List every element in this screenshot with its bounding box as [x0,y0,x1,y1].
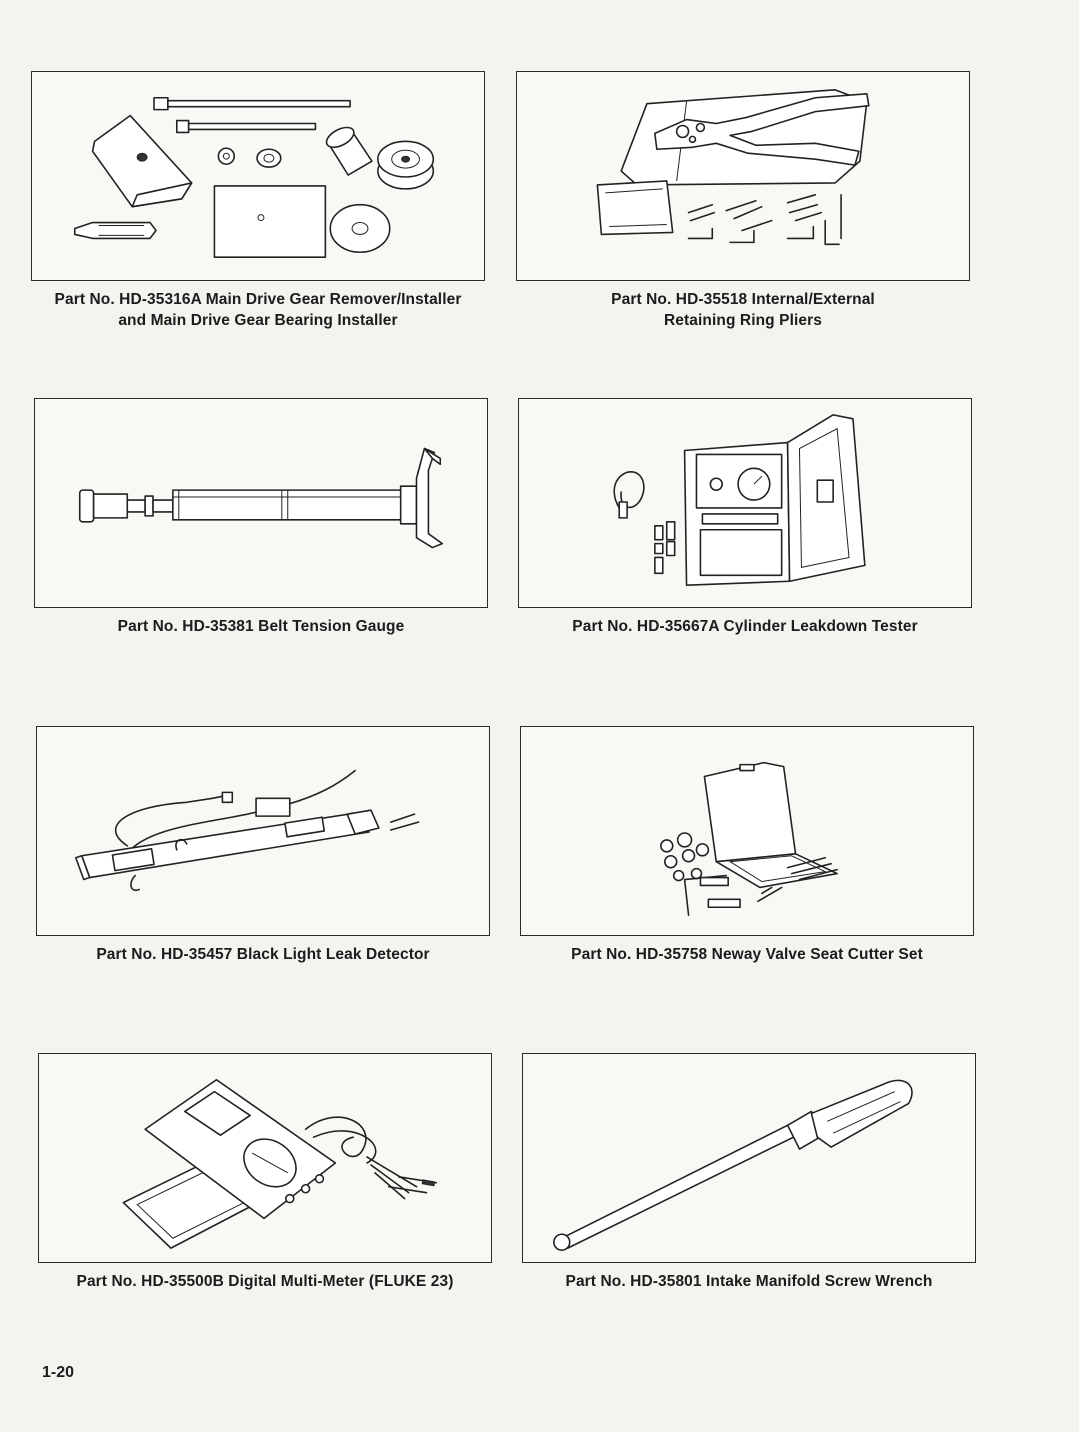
figure-caption: Part No. HD-35667A Cylinder Leakdown Tes… [518,616,972,637]
figure-belt-tension-gauge: Part No. HD-35381 Belt Tension Gauge [34,398,488,637]
figure-intake-manifold-screw-wrench: Part No. HD-35801 Intake Manifold Screw … [522,1053,976,1292]
belt-tension-gauge-illustration [78,447,444,549]
figure-main-drive-gear-tool: Part No. HD-35316A Main Drive Gear Remov… [31,71,485,331]
figure-valve-seat-cutter-set: Part No. HD-35758 Neway Valve Seat Cutte… [520,726,974,965]
caption-line-1: Part No. HD-35758 Neway Valve Seat Cutte… [571,946,923,963]
cylinder-leakdown-tester-illustration [613,414,866,587]
figure-caption: Part No. HD-35518 Internal/External Reta… [516,289,970,331]
caption-line-1: Part No. HD-35801 Intake Manifold Screw … [565,1273,933,1290]
caption-line-1: Part No. HD-35316A Main Drive Gear Remov… [54,291,462,308]
figure-caption: Part No. HD-35316A Main Drive Gear Remov… [31,289,485,331]
figure-cylinder-leakdown-tester: Part No. HD-35667A Cylinder Leakdown Tes… [518,398,972,637]
page-number: 1-20 [42,1364,75,1381]
intake-manifold-screw-wrench-illustration [553,1079,913,1251]
figure-digital-multimeter: Part No. HD-35500B Digital Multi-Meter (… [38,1053,492,1292]
caption-line-2: and Main Drive Gear Bearing Installer [118,312,398,329]
figure-caption: Part No. HD-35801 Intake Manifold Screw … [522,1271,976,1292]
caption-line-1: Part No. HD-35457 Black Light Leak Detec… [96,946,430,963]
figure-frame [518,398,972,608]
caption-line-1: Part No. HD-35500B Digital Multi-Meter (… [76,1273,454,1290]
figure-black-light-leak-detector: Part No. HD-35457 Black Light Leak Detec… [36,726,490,965]
figure-frame [516,71,970,281]
figure-caption: Part No. HD-35500B Digital Multi-Meter (… [38,1271,492,1292]
black-light-leak-detector-illustration [75,769,420,892]
caption-line-1: Part No. HD-35667A Cylinder Leakdown Tes… [572,618,918,635]
figure-caption: Part No. HD-35457 Black Light Leak Detec… [36,944,490,965]
caption-line-2: Retaining Ring Pliers [664,312,822,329]
figure-frame [31,71,485,281]
figure-caption: Part No. HD-35381 Belt Tension Gauge [34,616,488,637]
caption-line-1: Part No. HD-35518 Internal/External [611,291,875,308]
figure-retaining-ring-pliers: Part No. HD-35518 Internal/External Reta… [516,71,970,331]
retaining-ring-pliers-illustration [596,89,870,246]
figure-frame [34,398,488,608]
figure-caption: Part No. HD-35758 Neway Valve Seat Cutte… [520,944,974,965]
figure-frame [36,726,490,936]
figure-frame [38,1053,492,1263]
caption-line-1: Part No. HD-35381 Belt Tension Gauge [117,618,405,635]
digital-multimeter-illustration [122,1078,438,1249]
figure-frame [520,726,974,936]
valve-seat-cutter-set-illustration [660,761,838,916]
figure-frame [522,1053,976,1263]
main-drive-gear-tool-illustration [73,96,435,259]
